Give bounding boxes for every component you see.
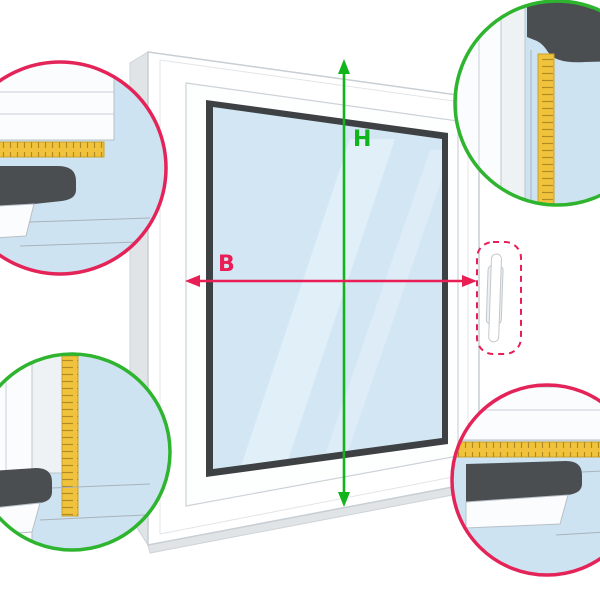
frame-profile-section [0, 166, 76, 208]
section-line [39, 514, 146, 521]
tape-ticks [0, 142, 104, 157]
handle-lever [488, 253, 502, 343]
section-line [555, 529, 600, 536]
section-line [51, 483, 151, 489]
glass-reflections [240, 139, 442, 469]
tape-ticks [538, 54, 554, 205]
width-arrowhead-right [462, 275, 477, 287]
callout-ring-green [0, 352, 172, 552]
callout-bottom-left [0, 352, 172, 552]
callout-ring-green [453, 0, 600, 207]
callout-top-left-content [0, 62, 166, 274]
width-dimension: B [185, 252, 477, 287]
height-arrowhead-top [338, 59, 350, 74]
frame-profile-section [0, 468, 52, 510]
glass-pane [213, 107, 442, 469]
width-arrowhead-left [185, 275, 200, 287]
tape-ticks [62, 356, 78, 516]
callout-ring-crimson [0, 60, 168, 276]
window-illustration [129, 51, 522, 554]
frame-profile-section [466, 461, 582, 502]
handle-highlight-box [476, 241, 522, 355]
callout-bottom-right-content [452, 385, 600, 575]
sill-section [0, 203, 35, 241]
callout-top-left [0, 60, 168, 276]
section-line [581, 468, 600, 473]
sill-section [465, 494, 569, 529]
callout-bottom-right [450, 383, 600, 577]
height-label: H [353, 127, 371, 152]
section-line [19, 241, 141, 247]
height-dimension: H [338, 59, 371, 507]
sill-section [0, 502, 41, 537]
height-arrowhead-bottom [338, 492, 350, 507]
wall-section [31, 354, 63, 474]
width-label: B [218, 252, 235, 277]
frame-profile-section [527, 1, 600, 63]
wall-section [500, 1, 526, 205]
wall-section [0, 62, 115, 141]
tape-ticks [456, 442, 600, 457]
callout-ring-crimson [450, 383, 600, 577]
callout-bottom-left-content [0, 354, 170, 550]
section-line [29, 217, 151, 223]
window-handle [485, 253, 504, 343]
